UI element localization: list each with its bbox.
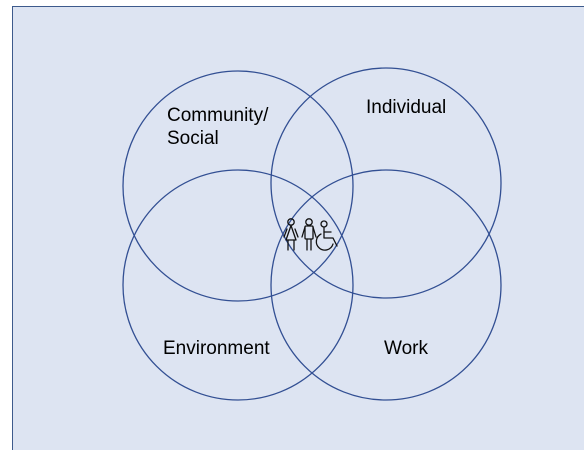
label-community-social: Community/ Social	[167, 105, 269, 149]
circle-work	[270, 169, 502, 401]
label-work: Work	[384, 338, 428, 359]
wheelchair-icon	[315, 220, 338, 251]
woman-icon	[283, 218, 299, 251]
circle-environment	[122, 169, 354, 401]
circle-community-social	[122, 70, 354, 302]
circle-individual	[270, 67, 502, 299]
label-environment: Environment	[163, 338, 270, 359]
label-individual: Individual	[366, 97, 447, 118]
diagram-panel	[12, 6, 584, 450]
people-accessibility-icon	[282, 216, 342, 256]
man-icon	[301, 218, 317, 251]
